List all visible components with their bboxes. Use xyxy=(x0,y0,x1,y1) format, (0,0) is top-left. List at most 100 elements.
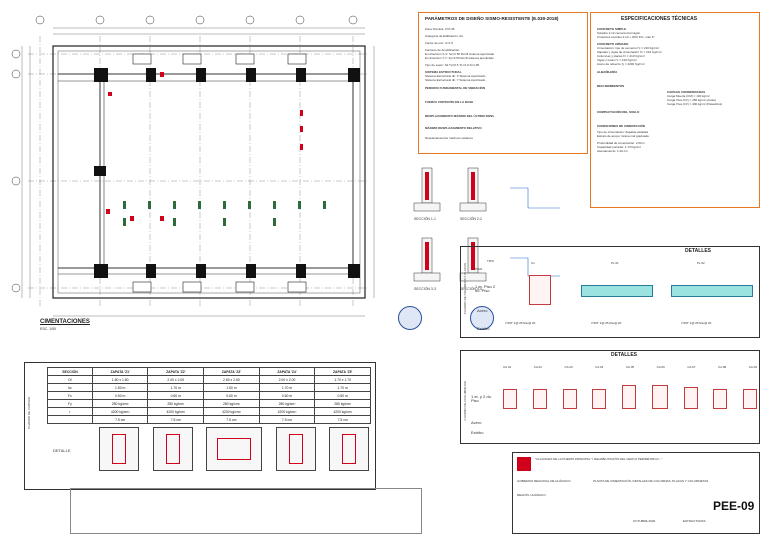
specs-line: CARGAS CONSIDERADAS xyxy=(667,90,706,94)
specs-line: Carga Viva (CV) = 250 kg/m² (Aulas) xyxy=(667,98,716,102)
seismic-line: MÁXIMO DESPLAZAMIENTO RELATIVO xyxy=(425,126,482,130)
table-cell: 1.50 m xyxy=(91,383,149,392)
sheet-title: PLANTA DE CIMENTACIÓN, DETALLES DE COLUM… xyxy=(593,479,709,483)
details-title: DETALLES xyxy=(685,248,712,254)
columneta-type: CA 09 xyxy=(748,365,757,369)
table-header-cell: ZAPATA 'Z4' xyxy=(258,367,316,376)
date: OCTUBRE 2020 xyxy=(633,519,656,523)
columneta-type: CA 04 xyxy=(595,365,604,369)
footing-core xyxy=(217,438,251,460)
seismic-line: Categoría de Edificación: A2 xyxy=(425,34,463,38)
table-cell: 4200 kg/cm² xyxy=(91,407,149,416)
foundation-plan xyxy=(8,6,390,326)
seismic-line: FUERZA CORTANTE EN LA BASE xyxy=(425,100,474,104)
entity-name: GOBIERNO REGIONAL DE HUÁNUCO xyxy=(517,479,571,483)
specs-line: Columnas y placas f'c = 210 Kg/cm² xyxy=(597,54,645,58)
footing-detail-row xyxy=(99,427,369,477)
footing-detail xyxy=(206,427,262,471)
title-block: "CLAUSURA DE LA PUERTA PRINCIPAL Y REHAB… xyxy=(512,452,760,534)
columneta-section xyxy=(562,389,577,409)
stirrup-spec: ∅3/8" 1@.05 Rto@.20 xyxy=(681,321,712,325)
specs-line: Capacidad portante: 1.73 Kg/cm² xyxy=(597,145,642,149)
section-label: SECCIÓN 2-2 xyxy=(460,216,482,221)
table-cell: 7.5 cm xyxy=(203,415,260,424)
details2-acero-label: Acero xyxy=(471,420,482,425)
details-row1-label: 1 er. Piso 2 do. Piso xyxy=(475,284,496,293)
details2-title: DETALLES xyxy=(611,352,638,358)
specs-line: Estrato de apoyo: Grava mal graduada xyxy=(597,134,649,138)
columneta-section xyxy=(683,387,698,409)
table-cell: r xyxy=(47,407,93,416)
details-side-label: CUADRO DE COLUMNAS Y PLACAS xyxy=(463,263,467,315)
location: REGIÓN: HUÁNUCO xyxy=(517,493,546,497)
table-header-cell: SECCIÓN xyxy=(47,367,93,376)
table-cell: Fy xyxy=(47,399,93,408)
columneta-section xyxy=(713,389,728,409)
columneta-row: CA 01 CA 02 CA 03 CA 04 CA 05 CA 06 CA 0… xyxy=(503,365,757,369)
table-cell: 7.5 cm xyxy=(258,415,316,424)
seismic-line: Desplazamientos máximos relativos xyxy=(425,136,473,140)
seismic-line: Factores de Amplificación: xyxy=(425,48,461,52)
seismic-line: DESPLAZAMIENTO MÁXIMO DEL ÚLTIMO NIVEL xyxy=(425,114,495,118)
columneta-type: CA 07 xyxy=(687,365,696,369)
seismic-line: Tipo de suelo: S2 Tp=0.6 TL=2.0 S=1.05 xyxy=(425,63,480,67)
plan-title: CIMENTACIONES xyxy=(40,319,90,325)
columneta-type: CA 03 xyxy=(564,365,573,369)
footing-detail xyxy=(275,427,316,471)
seismic-line: En dirección X-X: Sx=2.50 Ro=8 sistema a… xyxy=(425,52,495,56)
table-cell: 7.5 cm xyxy=(314,415,371,424)
table-cell: 7.5 cm xyxy=(91,415,149,424)
details-columnetas-panel: DETALLES CUADRO DE COLUMNETAS 1 er. y 2 … xyxy=(460,350,760,444)
project-name: "CLAUSURA DE LA PUERTA PRINCIPAL Y REHAB… xyxy=(535,457,663,461)
columneta-section xyxy=(532,389,547,409)
footings-table: SECCIÓN ZAPATA 'Z1' ZAPATA 'Z2' ZAPATA '… xyxy=(47,367,371,424)
table-cell: 1.80 x 1.80 xyxy=(91,375,149,384)
footing-core xyxy=(342,434,356,464)
specs-title: ESPECIFICACIONES TÉCNICAS xyxy=(621,16,698,22)
specs-line: ALBAÑILERÍA xyxy=(597,70,618,74)
details2-estribo-label: Estribo xyxy=(471,430,484,435)
details-type: C1 xyxy=(531,261,535,265)
specs-line: Solados 1:12 cemento:hormigón xyxy=(597,31,641,35)
section-label: SECCIÓN 1-1 xyxy=(414,216,436,221)
table-cell: 0.50 m xyxy=(314,391,371,400)
notes-block xyxy=(70,488,422,534)
foundation-sections: SECCIÓN 1-1 SECCIÓN 2-2 SECCIÓN 3-3 SECC… xyxy=(410,158,588,308)
specs-panel: ESPECIFICACIONES TÉCNICAS CONCRETO SIMPL… xyxy=(590,12,760,208)
table-header-cell: ZAPATA 'Z3' xyxy=(203,367,260,376)
seismic-line: Sistema Estructural dir. Y Sistema Aport… xyxy=(425,78,486,82)
table-cell: 2.60 x 2.60 xyxy=(203,375,260,384)
section-label: SECCIÓN 3-3 xyxy=(414,286,436,291)
table-cell: 0.50 m xyxy=(91,391,149,400)
columneta-type: CA 02 xyxy=(533,365,542,369)
table-cell: 0.60 m xyxy=(147,391,205,400)
footings-panel: CUADRO DE ZAPATAS SECCIÓN ZAPATA 'Z1' ZA… xyxy=(24,362,376,490)
footing-detail xyxy=(152,427,193,471)
specs-lines: CONCRETO SIMPLE Solados 1:12 cemento:hor… xyxy=(597,27,722,153)
columneta-type: CA 08 xyxy=(718,365,727,369)
table-cell: 4200 kg/cm² xyxy=(314,407,371,416)
table-cell: 280 kg/cm² xyxy=(314,399,371,408)
details-piso-header: PISO xyxy=(475,267,483,271)
footing-detail xyxy=(99,427,139,471)
specs-line: Asentamiento: 1.20 cm xyxy=(597,149,628,153)
columneta-section xyxy=(651,385,668,409)
table-cell: 1.70 m xyxy=(314,383,371,392)
plan-scale: ESC. 1/50 xyxy=(40,327,56,331)
sheet-code: PEE-09 xyxy=(713,499,755,513)
table-cell: 280 kg/cm² xyxy=(203,399,260,408)
seismic-line: SISTEMA ESTRUCTURAL xyxy=(425,70,462,74)
table-cell: 2.00 x 2.00 xyxy=(147,375,205,384)
specs-line: Cimientos corridos 1:10 + 30% P.G. máx 6… xyxy=(597,35,655,39)
details2-row1-label: 1 er. y 2 do. Piso xyxy=(471,394,492,403)
details-estribo-label: Estribo xyxy=(477,326,490,331)
seismic-lines: Zona Sísmica: Z=0.45 Categoría de Edific… xyxy=(425,27,495,140)
details2-side-label: CUADRO DE COLUMNETAS xyxy=(463,381,467,421)
seismic-panel: PARÁMETROS DE DISEÑO SISMO-RESISTENTE (E… xyxy=(418,12,588,154)
seismic-line: En dirección Y-Y: Sy=2.50 Ro=8 sistema a… xyxy=(425,56,494,60)
table-cell: 280 kg/cm² xyxy=(258,399,316,408)
